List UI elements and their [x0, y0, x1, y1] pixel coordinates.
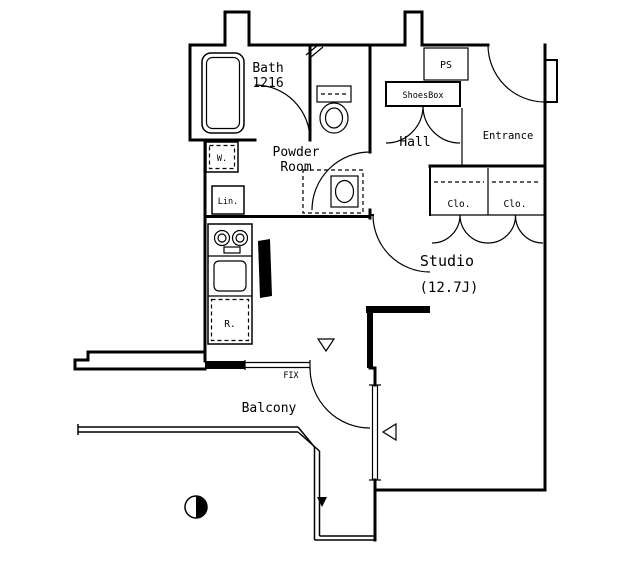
hall-door-arc	[372, 214, 431, 273]
closet-door-arc	[431, 214, 461, 244]
label-shoesbox: ShoesBox	[403, 91, 444, 101]
label-fix: FIX	[283, 371, 299, 381]
label-powder: Powder	[273, 145, 320, 160]
balcony-partition-wall	[73, 350, 207, 371]
burner-inner	[217, 233, 227, 243]
shoesbox-door-arc	[385, 105, 424, 144]
north-indicator	[184, 495, 208, 519]
label-hall: Hall	[399, 135, 430, 150]
label-bath-size: 1216	[252, 76, 283, 91]
entrance-door-arc	[487, 44, 546, 103]
label-closet-1: Clo.	[448, 199, 471, 210]
labels: Bath 1216 PS ShoesBox Hall Entrance Powd…	[217, 60, 533, 416]
wall-notch	[403, 10, 424, 47]
washer-inner	[208, 144, 236, 170]
label-studio: Studio	[420, 252, 474, 270]
inner-walls	[188, 43, 547, 368]
kitchen-unit	[207, 223, 272, 345]
label-balcony: Balcony	[242, 401, 297, 416]
label-studio-size: (12.7J)	[419, 280, 478, 296]
wall-fill-l	[366, 306, 430, 313]
kitchen-divider	[208, 255, 252, 297]
windows	[244, 360, 381, 481]
shoesbox-door-arc	[422, 105, 461, 144]
vanity-basin	[334, 179, 355, 204]
closet-door-arc	[459, 214, 489, 244]
triangle-down-icon	[316, 338, 336, 353]
closet-door-arc	[487, 214, 517, 244]
wall-fill	[205, 361, 245, 369]
rail-corner	[297, 426, 320, 452]
outer-walls	[73, 10, 558, 542]
label-entrance: Entrance	[483, 130, 534, 142]
fixtures	[201, 47, 545, 345]
shoesbox-cabinet	[385, 81, 461, 107]
sink-icon	[213, 260, 247, 292]
triangle-left-icon	[381, 422, 397, 442]
washer-box	[205, 141, 239, 173]
studio-window	[369, 384, 381, 481]
label-bath: Bath	[252, 61, 283, 76]
balcony-door-arc	[309, 367, 371, 429]
linen-outer	[211, 185, 245, 215]
counter-panel	[258, 239, 272, 298]
toilet-bowl	[319, 102, 349, 134]
closets	[430, 168, 545, 216]
label-closet-2: Clo.	[504, 199, 527, 210]
washer-outer	[205, 141, 239, 173]
bathtub-icon	[201, 52, 245, 134]
ps-outer	[423, 47, 469, 81]
burner	[231, 229, 249, 247]
rail-line	[314, 535, 375, 541]
burner	[213, 229, 231, 247]
wall-fill-l	[367, 313, 373, 368]
linen-box	[211, 185, 245, 215]
kitchen-outer	[207, 223, 253, 345]
toilet-tank	[316, 85, 352, 103]
rail-line	[313, 447, 321, 540]
fix-window	[244, 360, 311, 370]
bathtub-outer	[201, 52, 245, 134]
label-linen: Lin.	[218, 197, 238, 207]
label-refrigerator: R.	[224, 319, 235, 330]
label-ps: PS	[440, 60, 452, 71]
vanity-icon	[302, 169, 364, 214]
closet-door-arc	[514, 214, 544, 244]
wall-notch	[223, 10, 251, 47]
burner-inner	[235, 233, 245, 243]
toilet-icon	[316, 85, 352, 134]
vanity-basin-box	[330, 175, 359, 208]
break-mark	[305, 44, 324, 58]
refrigerator-box	[210, 298, 250, 342]
bath-door-arc	[254, 84, 311, 141]
bathtub-inner	[205, 56, 241, 130]
markers	[184, 44, 397, 519]
ps-shaft	[423, 47, 469, 81]
toilet-bowl-inner	[324, 107, 344, 129]
north-fill	[196, 496, 207, 518]
arrow-down-icon	[317, 497, 327, 507]
balcony-rails	[77, 424, 375, 541]
vanity-counter	[302, 169, 364, 214]
door-arcs	[254, 44, 546, 429]
label-powder-room: Room	[280, 160, 311, 175]
shoesbox-outer	[385, 81, 461, 107]
powder-door-arc	[311, 151, 371, 211]
label-washer: W.	[217, 154, 227, 164]
rail-line	[77, 424, 298, 435]
grill	[223, 246, 241, 254]
stove-icon	[213, 229, 249, 254]
wall-step	[544, 59, 558, 103]
